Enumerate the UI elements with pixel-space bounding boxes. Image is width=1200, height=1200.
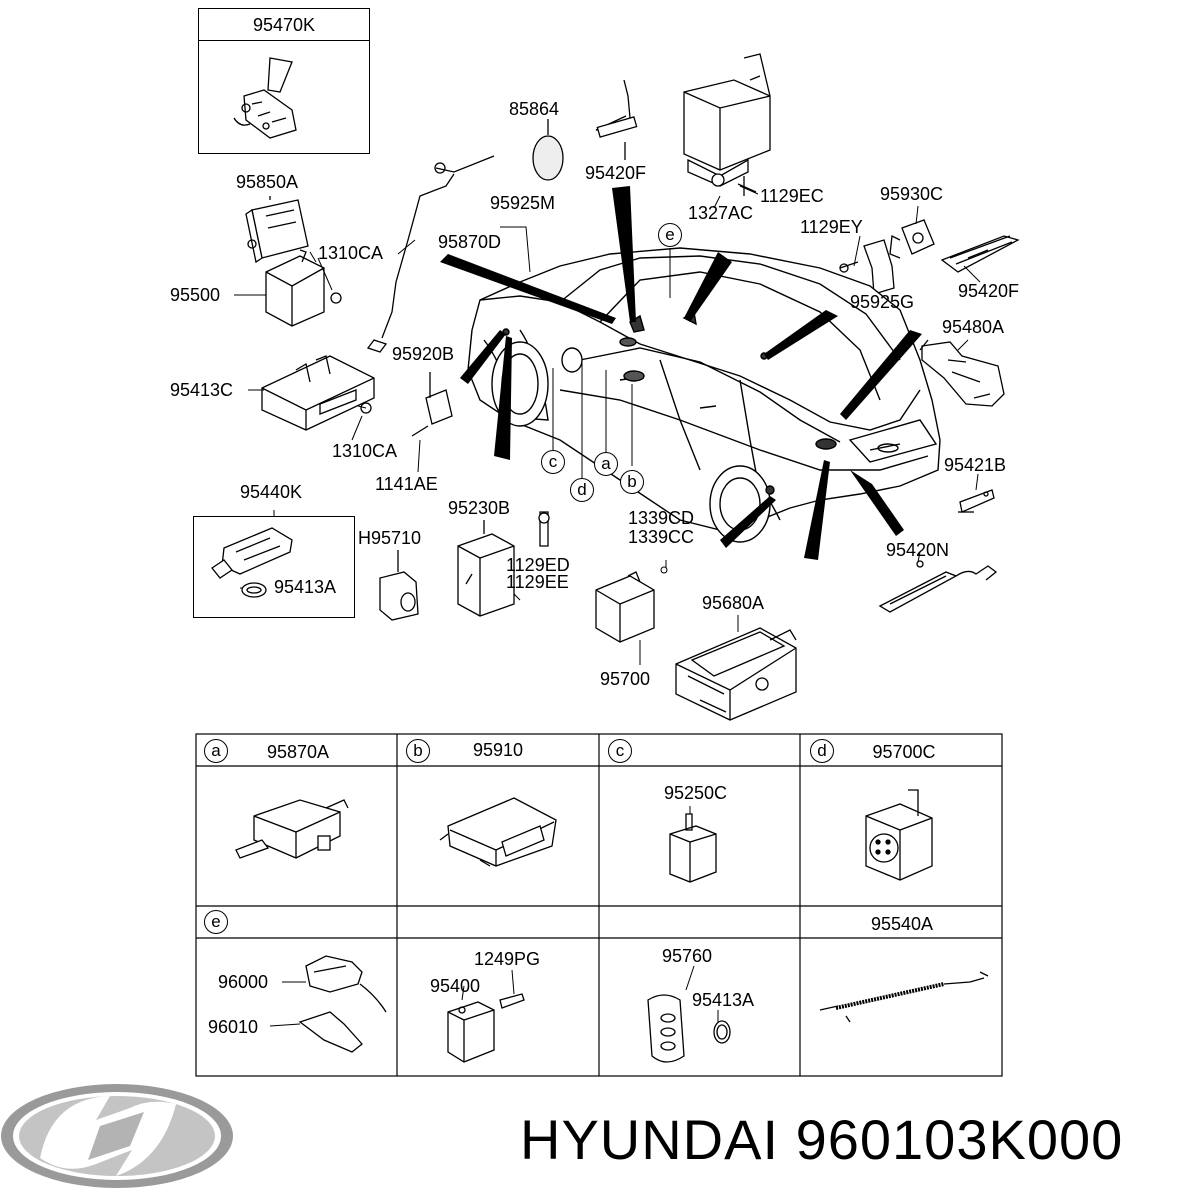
ref-circle-d: d: [570, 478, 594, 502]
part-label: 95925G: [850, 292, 915, 312]
table-sub-label: 95413A: [692, 990, 755, 1010]
table-part-label: 95910: [472, 740, 524, 760]
sensor-95930c-drawing: [889, 219, 935, 259]
antenna-module-drawing: [233, 57, 297, 139]
box-95700-drawing: [595, 571, 655, 643]
part-label: 1339CD: [628, 508, 695, 528]
part-label: 1129EY: [800, 217, 863, 237]
part-label: 95421B: [944, 455, 1007, 475]
table-ref-b: b: [406, 739, 430, 763]
part-label: 95420F: [585, 163, 647, 183]
pad-drawing: [532, 135, 564, 181]
table-drawing-b: [439, 797, 557, 867]
part-label: 95480A: [942, 317, 1005, 337]
part-label: 1129EC: [760, 186, 824, 206]
part-label: 95470K: [252, 15, 316, 35]
part-label: 1310CA: [318, 243, 384, 263]
antenna-95420n-drawing: [878, 560, 998, 613]
table-ref-d: d: [810, 739, 834, 763]
box-95500-drawing: [265, 249, 342, 327]
table-drawing-95760: [647, 994, 731, 1063]
part-label: 95870D: [438, 232, 502, 252]
table-sub-label: 95250C: [664, 783, 728, 803]
key-fob-drawing: [211, 527, 293, 598]
part-label: 85864: [509, 99, 560, 119]
callout-box-95470k: [198, 8, 370, 154]
ref-circle-e: e: [658, 223, 682, 247]
cable-95870d-drawing: [366, 155, 495, 353]
ref-circle-a: a: [594, 452, 618, 476]
bracket-95480a-drawing: [919, 339, 1005, 407]
part-label: 95920B: [392, 344, 455, 364]
relay-95230b-drawing: [457, 511, 550, 617]
brand-part-title: HYUNDAI 960103K000: [520, 1108, 1123, 1172]
table-drawing-a: [235, 799, 349, 859]
control-unit-drawing: [683, 53, 771, 196]
part-label: 95413C: [170, 380, 234, 400]
part-label: H95710: [358, 528, 422, 548]
ref-circle-b: b: [620, 470, 644, 494]
table-ref-c: c: [608, 739, 632, 763]
module-95413c-drawing: [261, 355, 375, 431]
part-label: 1310CA: [332, 441, 398, 461]
table-sub-label: 96000: [218, 972, 269, 992]
table-drawing-c: [669, 813, 717, 883]
part-label: 1141AE: [375, 474, 438, 494]
part-label: 95413A: [274, 577, 337, 597]
part-label: 95930C: [880, 184, 944, 204]
ref-circle-c: c: [541, 450, 565, 474]
callout-box-95470k-divider: [198, 40, 369, 41]
table-ref-a: a: [204, 739, 228, 763]
table-drawing-95400: [447, 993, 525, 1063]
table-sub-label: 1249PG: [474, 949, 541, 969]
part-label: 95680A: [702, 593, 765, 613]
table-sub-label: 95760: [662, 946, 713, 966]
part-label: 95700: [600, 669, 651, 689]
antenna-bar-right-drawing: [940, 235, 1020, 273]
table-sub-label: 95400: [430, 976, 481, 996]
module-95680a-drawing: [675, 627, 797, 721]
hyundai-logo: [1, 1084, 233, 1188]
leader-lines: [234, 185, 981, 665]
part-label: 95850A: [236, 172, 299, 192]
callout-box-95440k: [193, 516, 355, 618]
table-ref-e: e: [204, 910, 228, 934]
part-label: 95420N: [886, 540, 950, 560]
part-h95710-drawing: [379, 550, 419, 621]
table-part-label: 95700C: [872, 742, 936, 762]
part-label: 95420F: [958, 281, 1020, 301]
part-number: 960103K000: [795, 1108, 1124, 1171]
part-label: 1129EE: [506, 572, 569, 592]
part-label: 95440K: [240, 482, 303, 502]
bracket-95421b-drawing: [958, 489, 995, 513]
part-label: 95230B: [448, 498, 511, 518]
table-leaders: [269, 806, 719, 1027]
part-label: 95925M: [490, 193, 556, 213]
part-label: 1339CC: [628, 527, 695, 547]
wedge-leaders: [440, 186, 922, 560]
table-sub-label: 96010: [208, 1017, 259, 1037]
table-drawing-d: [865, 789, 933, 881]
part-label: 1327AC: [688, 203, 754, 223]
table-drawing-95540a: [819, 971, 989, 1023]
part-label: 95500: [170, 285, 221, 305]
parts-table-grid: [195, 733, 1003, 1077]
module-95850a-drawing: [245, 196, 309, 264]
brand-name: HYUNDAI: [520, 1108, 780, 1171]
table-part-label: 95540A: [870, 914, 934, 934]
bracket-95925g-drawing: [839, 239, 895, 295]
table-part-label: 95870A: [266, 742, 330, 762]
sensor-95920b-drawing: [411, 372, 453, 437]
part-label: 1129ED: [506, 555, 570, 575]
table-drawing-e: [298, 955, 387, 1053]
antenna-bar-drawing: [595, 79, 638, 160]
